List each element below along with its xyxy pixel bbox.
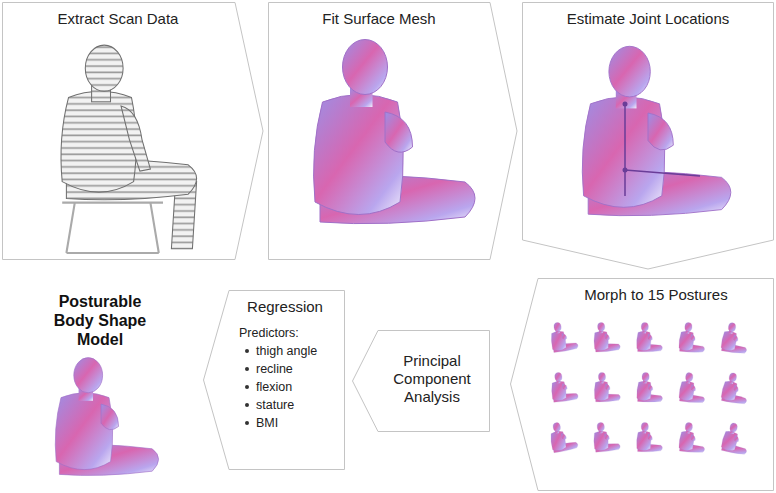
predictor-heading: Predictors: [229,326,341,341]
posture-figure [720,421,751,455]
panel-content: Principal Component Analysis [352,330,490,432]
scan-figure [61,45,197,253]
panel-content: RegressionPredictors: thigh angle recline f… [203,290,345,470]
process-chevron: Estimate Joint Locations [522,2,774,270]
panel-title: Principal Component Analysis [378,352,486,406]
process-chevron: Principal Component Analysis [352,330,490,432]
posture-figure [678,322,706,353]
panel-border [3,3,264,260]
panel-outline [522,2,774,270]
panel-title: Estimate Joint Locations [522,10,774,28]
panel-content: Fit Surface Mesh [268,2,518,260]
posture-figure [678,422,706,454]
predictor-item: recline [229,362,341,377]
panel-content: Extract Scan Data [2,2,264,260]
posture-figure [594,372,621,402]
process-chevron: Morph to 15 Postures [510,278,774,491]
panel-border [353,331,490,432]
panel-title: Morph to 15 Postures [538,286,774,304]
posture-figure [637,322,663,351]
panel-border [269,3,518,260]
predictor-item: flexion [229,380,341,395]
posture-figure [548,420,579,454]
joint-skeleton [625,104,700,196]
panel-title: Regression [229,298,341,316]
joint-dot [623,102,628,107]
panel-border [511,279,774,491]
posture-figure [637,372,664,402]
posture-figure [720,372,751,406]
predictor-item: thigh angle [229,344,341,359]
posture-figure [720,322,750,355]
posture-grid [548,320,752,456]
panel-outline [268,2,518,260]
process-chevron: Fit Surface Mesh [268,2,518,260]
joint-dot [623,168,628,173]
panel-title: Extract Scan Data [2,10,234,28]
posture-figure [550,371,579,403]
model-figure [55,358,158,476]
panel-content: Morph to 15 Postures [510,278,774,491]
mesh-figure [314,40,475,224]
posture-figure [593,321,621,352]
panel-content: Estimate Joint Locations [522,2,774,270]
posture-figure [678,372,707,404]
panel-title: Fit Surface Mesh [268,10,490,28]
panel-outline [510,278,774,491]
posture-figure [637,422,663,451]
panel-border [204,291,345,470]
predictor-item: BMI [229,416,341,431]
panel-outline [2,2,264,260]
posture-figure [592,421,620,453]
panel-border [523,3,774,270]
posture-figure [549,320,579,353]
joint-figure [582,46,731,215]
model-label: Posturable Body Shape Model [45,292,155,350]
process-chevron: Extract Scan Data [2,2,264,260]
predictor-item: stature [229,398,341,413]
process-chevron: RegressionPredictors: thigh angle recline f… [203,290,345,470]
